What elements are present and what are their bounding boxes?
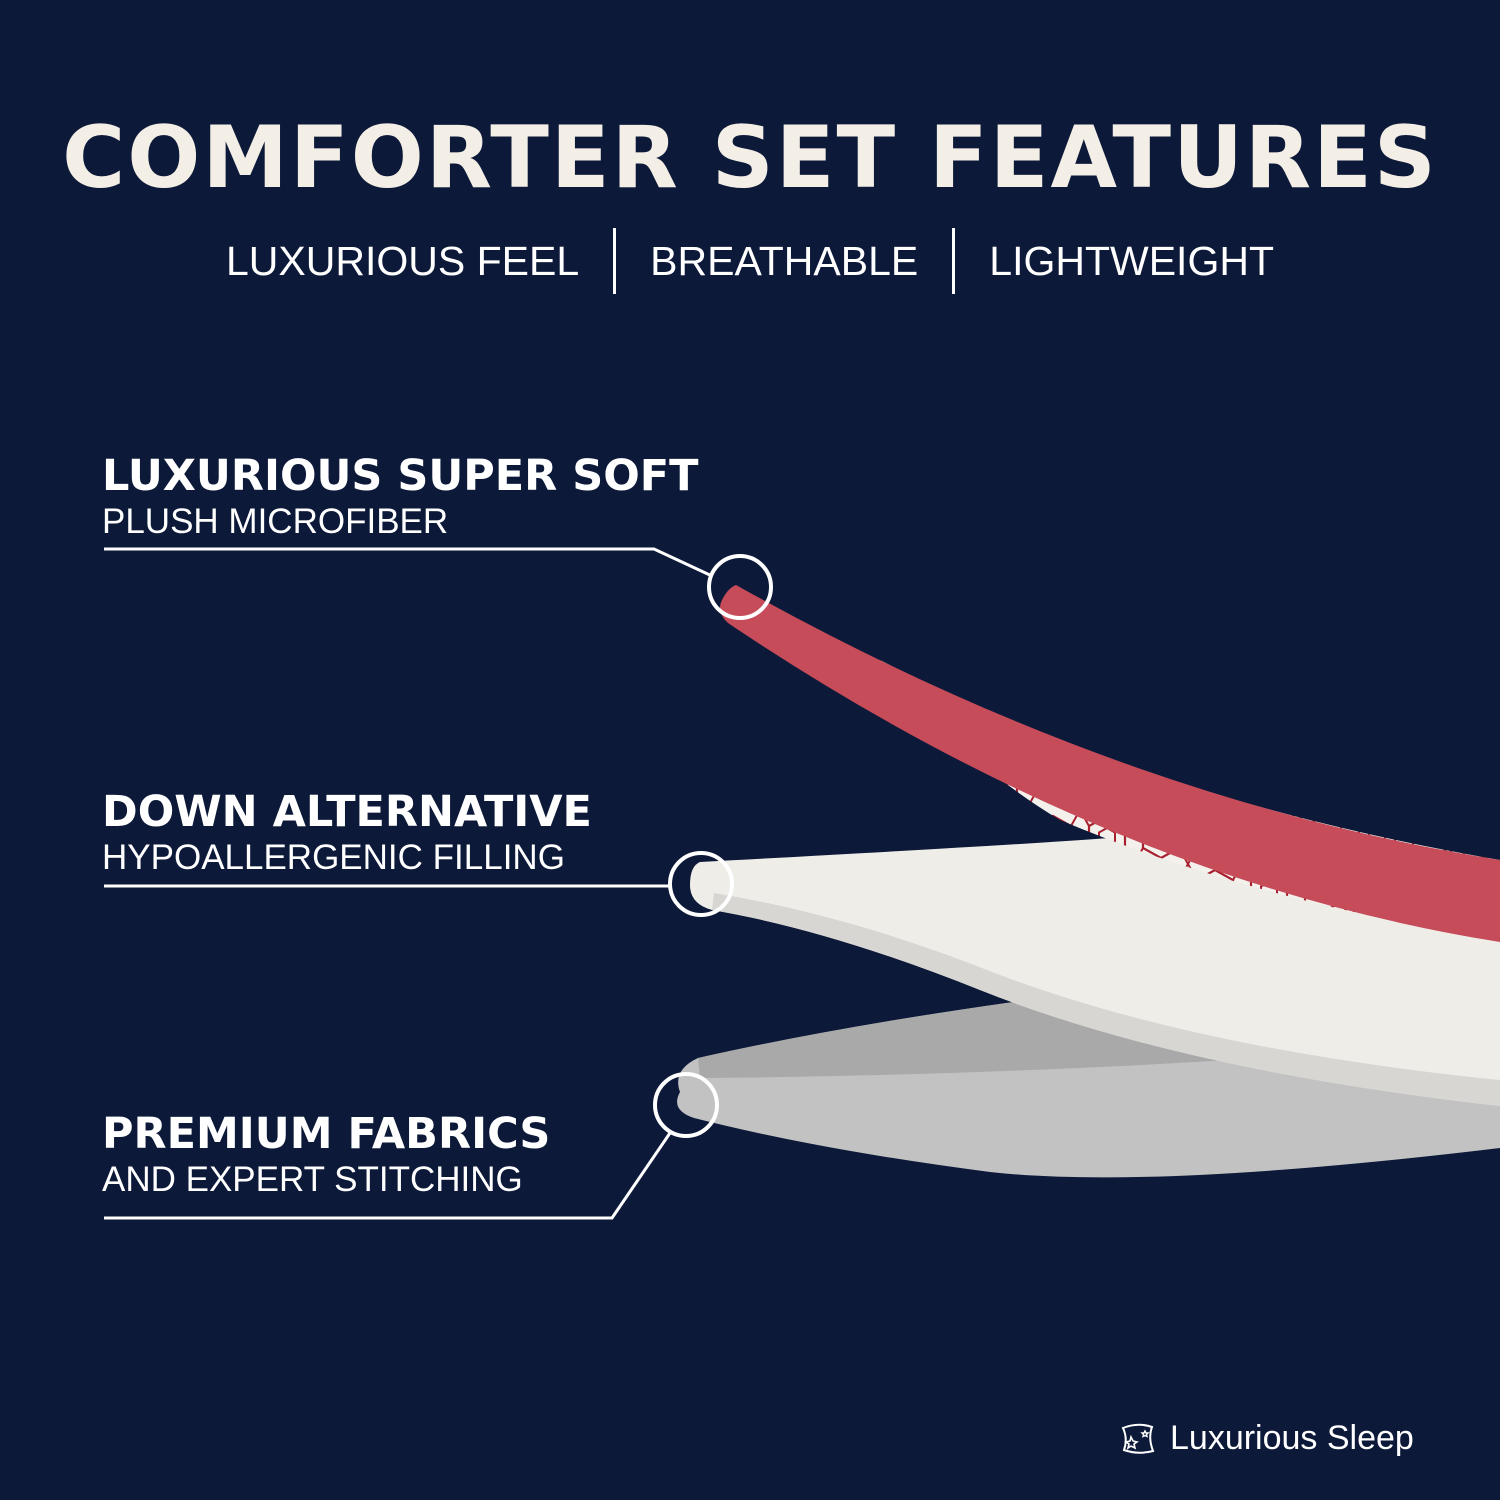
pillow-stars-icon [1121,1423,1155,1454]
layer-subtitle: HYPOALLERGENIC FILLING [102,838,565,877]
brand-logo: Luxurious Sleep [1118,1418,1414,1458]
filling-layer-edge [712,893,1500,1106]
layer-subtitle: PLUSH MICROFIBER [102,502,449,541]
callout-marker-fabric [653,1072,719,1138]
feature-breathable: BREATHABLE [650,238,919,284]
feature-list: LUXURIOUS FEEL BREATHABLE LIGHTWEIGHT [0,226,1500,296]
brand-name: Luxurious Sleep [1170,1418,1414,1457]
layer-title: LUXURIOUS SUPER SOFT [102,451,699,501]
layer-label-fabric: PREMIUM FABRICS AND EXPERT STITCHING [102,1110,550,1200]
filling-layer [690,838,1500,1106]
feature-divider [613,228,617,294]
callout-line-cover [104,547,713,578]
page-title: COMFORTER SET FEATURES [62,108,1438,208]
layer-title: PREMIUM FABRICS [102,1109,551,1159]
layer-label-cover: LUXURIOUS SUPER SOFT PLUSH MICROFIBER [102,452,698,542]
layer-title: DOWN ALTERNATIVE [102,787,592,837]
feature-divider [952,228,956,294]
layer-subtitle: AND EXPERT STITCHING [102,1160,523,1199]
cover-layer [720,585,1500,942]
callout-marker-filling [668,851,734,917]
callout-line-fabric [104,1132,672,1220]
callout-marker-cover [707,554,773,620]
feature-lightweight: LIGHTWEIGHT [989,238,1274,284]
layer-label-filling: DOWN ALTERNATIVE HYPOALLERGENIC FILLING [102,788,592,878]
feature-luxurious-feel: LUXURIOUS FEEL [226,238,580,284]
